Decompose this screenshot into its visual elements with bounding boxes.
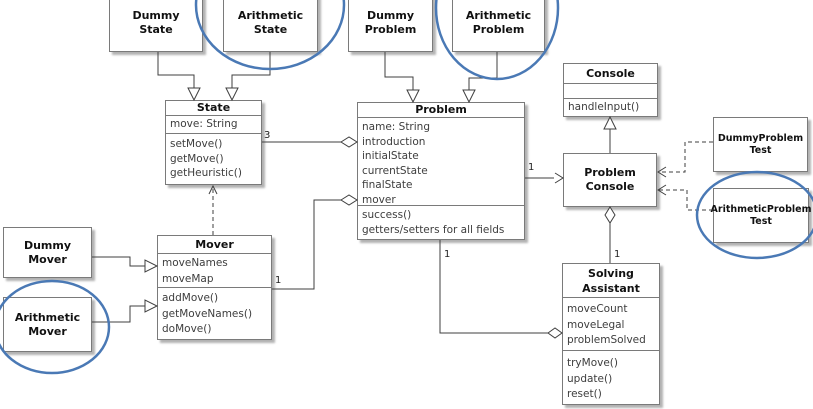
multiplicity-label: 3 bbox=[264, 130, 270, 141]
method: setMove() bbox=[170, 138, 223, 150]
inheritance-triangle-icon bbox=[144, 299, 159, 313]
method: doMove() bbox=[162, 323, 212, 335]
attribute: moveNames bbox=[162, 257, 228, 269]
class-problem: Problem name: String introduction initia… bbox=[357, 102, 525, 240]
inheritance-triangle-icon bbox=[406, 89, 420, 104]
method: getHeuristic() bbox=[170, 167, 242, 179]
class-arithmetic-problem: Arithmetic Problem bbox=[452, 0, 545, 52]
multiplicity-label: 1 bbox=[528, 162, 534, 173]
class-console: Console handleInput() bbox=[563, 63, 658, 117]
method: getMove() bbox=[170, 152, 224, 165]
method: addMove() bbox=[162, 292, 219, 304]
class-title: Console bbox=[586, 67, 635, 80]
inheritance-line-dummymover-mover bbox=[92, 256, 145, 267]
attribute: initialState bbox=[362, 150, 419, 162]
attribute: mover bbox=[362, 193, 396, 206]
aggregation-line-mover-problem bbox=[272, 199, 341, 290]
methods-section: success() getters/setters for all fields bbox=[358, 205, 524, 239]
class-title: Problem Console bbox=[584, 166, 636, 193]
methods-section: handleInput() bbox=[564, 98, 657, 117]
class-title: ArithmeticProblem Test bbox=[710, 203, 812, 227]
class-dummy-mover: Dummy Mover bbox=[3, 227, 92, 278]
class-title: DummyProblem Test bbox=[717, 132, 804, 156]
attribute: move: String bbox=[170, 118, 238, 130]
class-title: Problem bbox=[415, 103, 467, 116]
class-title: Dummy Problem bbox=[364, 9, 417, 36]
attributes-section: moveNames moveMap bbox=[158, 253, 271, 287]
methods-section: addMove() getMoveNames() doMove() bbox=[158, 287, 271, 339]
class-dummy-problem-test: DummyProblem Test bbox=[713, 117, 808, 172]
open-arrowhead-icon bbox=[657, 166, 667, 178]
attribute: finalState bbox=[362, 179, 413, 191]
method: success() bbox=[362, 209, 412, 221]
inheritance-line-arithmeticproblem-problem bbox=[468, 52, 498, 91]
inheritance-triangle-icon bbox=[187, 87, 201, 102]
inheritance-line-dummyproblem-problem bbox=[384, 52, 414, 91]
attribute: problemSolved bbox=[567, 334, 646, 346]
class-solving-assistant: Solving Assistant moveCount moveLegal pr… bbox=[562, 263, 660, 405]
class-arithmetic-problem-test: ArithmeticProblem Test bbox=[710, 188, 812, 243]
inheritance-line-arithmeticstate-state bbox=[231, 52, 271, 89]
attribute: moveCount bbox=[567, 303, 628, 315]
attribute: moveMap bbox=[162, 273, 214, 285]
aggregation-diamond-icon bbox=[547, 327, 563, 339]
attributes-section bbox=[564, 83, 657, 98]
attributes-section: moveCount moveLegal problemSolved bbox=[563, 297, 659, 350]
multiplicity-label: 1 bbox=[444, 249, 450, 260]
inheritance-triangle-icon bbox=[225, 87, 239, 102]
open-arrowhead-icon bbox=[657, 184, 667, 196]
inheritance-line-dummystate-state bbox=[157, 52, 195, 89]
class-problem-console: Problem Console bbox=[563, 153, 657, 207]
methods-section: tryMove() update() reset() bbox=[563, 350, 659, 404]
method: getMoveNames() bbox=[162, 307, 253, 320]
inheritance-triangle-icon bbox=[603, 115, 617, 130]
class-title: State bbox=[196, 101, 231, 114]
class-dummy-problem: Dummy Problem bbox=[348, 0, 433, 52]
open-arrowhead-icon bbox=[208, 184, 218, 195]
aggregation-diamond-icon bbox=[340, 136, 358, 148]
multiplicity-label: 1 bbox=[614, 249, 620, 260]
class-title: Arithmetic State bbox=[237, 9, 304, 36]
class-state: State move: String setMove() getMove() g… bbox=[165, 100, 262, 185]
class-title: Arithmetic Mover bbox=[14, 310, 81, 338]
method: getters/setters for all fields bbox=[362, 223, 505, 236]
dependency-line-dummytest-problemconsole bbox=[659, 141, 713, 173]
attributes-section: move: String bbox=[166, 115, 261, 133]
aggregation-diamond-icon bbox=[340, 194, 358, 206]
attribute: name: String bbox=[362, 121, 430, 133]
method: tryMove() bbox=[567, 357, 618, 369]
class-title: Dummy State bbox=[132, 9, 180, 36]
multiplicity-label: 1 bbox=[275, 275, 281, 286]
class-dummy-state: Dummy State bbox=[109, 0, 203, 52]
open-arrowhead-icon bbox=[554, 172, 564, 184]
inheritance-line-arithmeticmover-mover bbox=[92, 305, 145, 323]
class-arithmetic-state: Arithmetic State bbox=[223, 0, 318, 52]
class-title: Arithmetic Problem bbox=[465, 9, 532, 36]
dependency-line-arithmetictest-problemconsole bbox=[659, 189, 713, 211]
aggregation-diamond-icon bbox=[604, 206, 616, 224]
attribute: introduction bbox=[362, 135, 426, 148]
method: handleInput() bbox=[568, 101, 640, 113]
aggregation-line-assistant-problem bbox=[439, 240, 548, 334]
method: reset() bbox=[567, 388, 602, 400]
class-title: Dummy Mover bbox=[23, 238, 72, 266]
class-mover: Mover moveNames moveMap addMove() getMov… bbox=[157, 235, 272, 340]
methods-section: setMove() getMove() getHeuristic() bbox=[166, 133, 261, 185]
attribute: moveLegal bbox=[567, 318, 625, 331]
class-title: Mover bbox=[195, 238, 234, 251]
attributes-section: name: String introduction initialState c… bbox=[358, 117, 524, 205]
class-title: Solving Assistant bbox=[582, 266, 640, 295]
attribute: currentState bbox=[362, 164, 428, 177]
class-arithmetic-mover: Arithmetic Mover bbox=[3, 297, 92, 352]
inheritance-triangle-icon bbox=[144, 259, 159, 273]
inheritance-triangle-icon bbox=[462, 89, 476, 104]
method: update() bbox=[567, 372, 613, 385]
